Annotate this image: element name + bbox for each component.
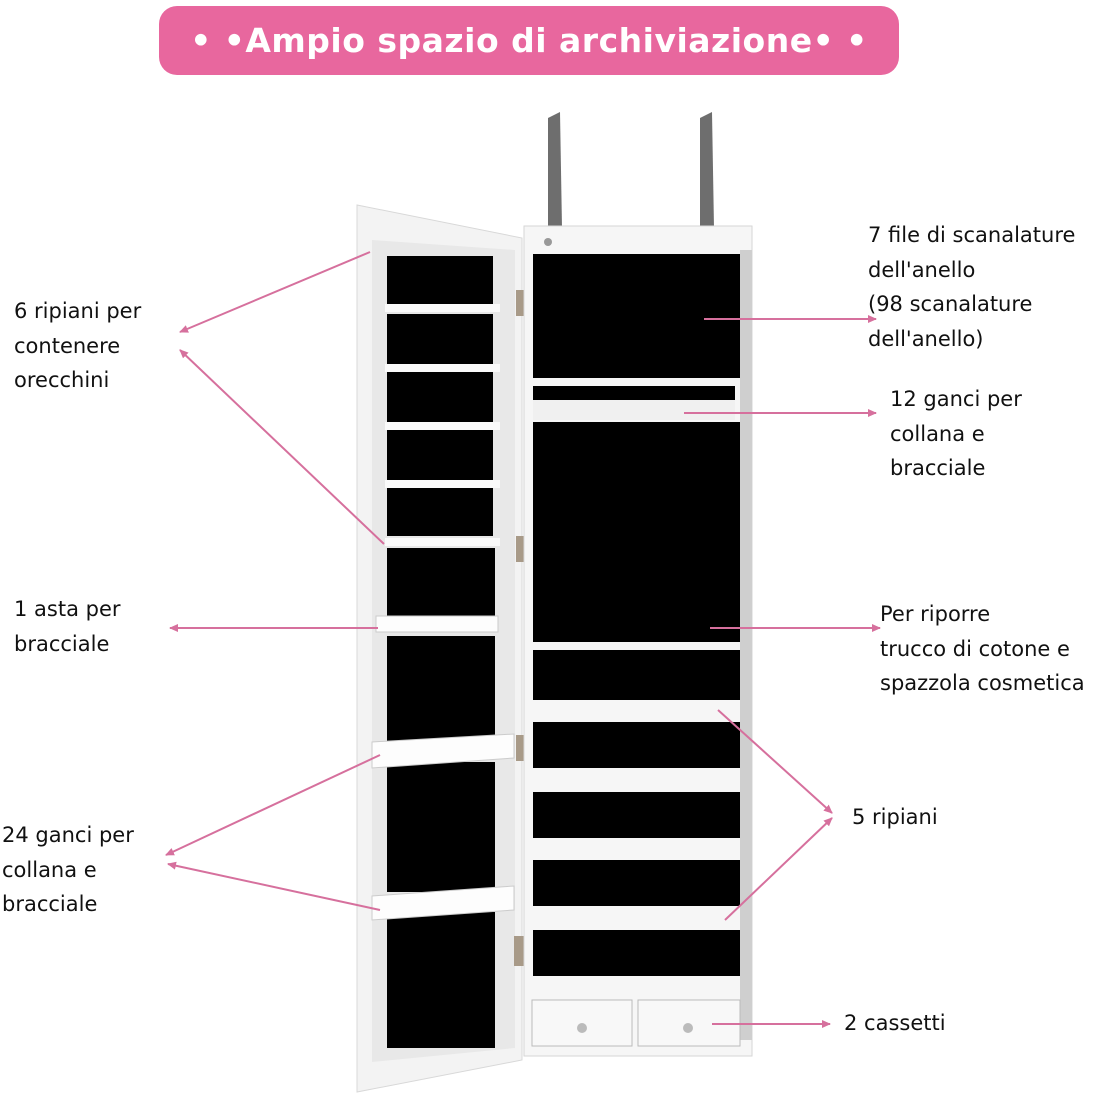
cabinet-door <box>356 204 530 1093</box>
annotation-arrows <box>165 251 881 1028</box>
label-necklace-hooks-24: 24 ganci per collana e bracciale <box>2 823 134 916</box>
label-earring-shelves: 6 ripiani per contenere orecchini <box>14 299 142 392</box>
title-banner: • •Ampio spazio di archiviazione• • <box>159 6 899 75</box>
label-drawers: 2 cassetti <box>844 1011 946 1035</box>
banner-title: • •Ampio spazio di archiviazione• • <box>190 21 868 60</box>
cabinet-body <box>523 225 753 1057</box>
label-cosmetics-storage: Per riporre trucco di cotone e spazzola … <box>880 602 1085 695</box>
label-bracelet-rod: 1 asta per bracciale <box>14 597 121 656</box>
label-ring-slots: 7 file di scanalature dell'anello (98 sc… <box>868 223 1076 351</box>
label-shelves: 5 ripiani <box>852 805 938 829</box>
door-hooks <box>548 112 714 228</box>
label-necklace-hooks-12: 12 ganci per collana e bracciale <box>890 387 1022 480</box>
